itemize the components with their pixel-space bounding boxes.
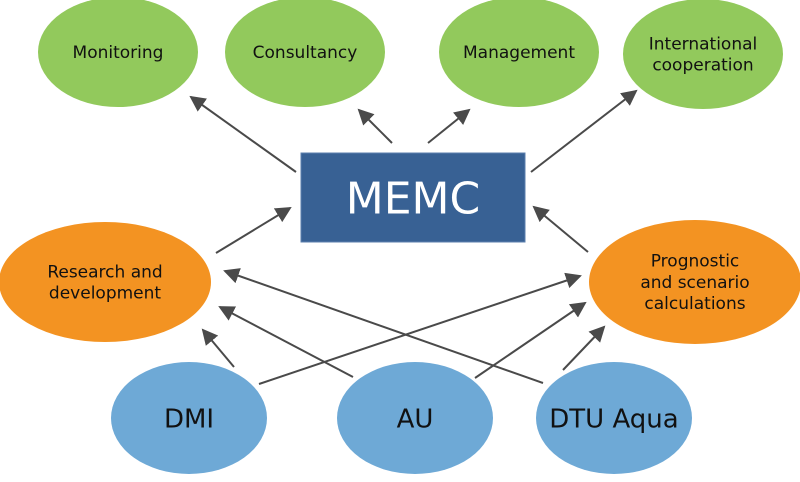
au-label: AU	[397, 404, 434, 434]
arrow-memc-to-international-cooperation	[530, 89, 638, 173]
node-consultancy: Consultancy	[225, 0, 385, 107]
prognostic-and-scenario-calculations-ellipse	[589, 220, 800, 344]
memc-label: MEMC	[346, 173, 480, 224]
arrow-dtu-aqua-to-prognostic-and-scenario-calculations	[562, 325, 606, 371]
research-and-development-ellipse	[0, 222, 211, 342]
node-memc: MEMC	[300, 152, 526, 243]
research-and-development-label-line-1: Research and	[47, 262, 162, 282]
edges-layer	[189, 89, 638, 385]
arrow-au-to-prognostic-and-scenario-calculations	[474, 301, 587, 379]
management-label: Management	[463, 43, 575, 63]
international-cooperation-ellipse	[623, 0, 783, 109]
arrow-dmi-to-research-and-development	[201, 328, 235, 368]
node-management: Management	[439, 0, 599, 107]
prognostic-and-scenario-calculations-label-line-3: calculations	[644, 294, 745, 314]
prognostic-and-scenario-calculations-label-line-1: Prognostic	[651, 252, 740, 272]
node-dtu-aqua: DTU Aqua	[536, 362, 692, 474]
arrow-memc-to-management	[427, 108, 471, 144]
au-ellipse	[337, 362, 493, 474]
arrow-dtu-aqua-to-research-and-development	[223, 268, 544, 384]
node-au: AU	[337, 362, 493, 474]
monitoring-ellipse	[38, 0, 198, 107]
arrow-prognostic-and-scenario-calculations-to-memc	[532, 205, 589, 253]
arrow-memc-to-consultancy	[357, 108, 393, 144]
dtu-aqua-ellipse	[536, 362, 692, 474]
dmi-ellipse	[111, 362, 267, 474]
international-cooperation-label-line-1: International	[649, 34, 758, 54]
research-and-development-label-line-2: development	[49, 284, 161, 304]
monitoring-label: Monitoring	[73, 43, 164, 63]
arrow-dmi-to-prognostic-and-scenario-calculations	[258, 272, 582, 385]
management-ellipse	[439, 0, 599, 107]
prognostic-and-scenario-calculations-label-line-2: and scenario	[640, 273, 749, 293]
node-monitoring: Monitoring	[38, 0, 198, 107]
consultancy-label: Consultancy	[253, 43, 358, 63]
arrow-au-to-research-and-development	[218, 306, 354, 378]
arrow-memc-to-monitoring	[189, 95, 297, 173]
dmi-label: DMI	[164, 404, 214, 434]
consultancy-ellipse	[225, 0, 385, 107]
international-cooperation-label-line-2: cooperation	[652, 56, 753, 76]
dtu-aqua-label: DTU Aqua	[549, 404, 678, 434]
node-dmi: DMI	[111, 362, 267, 474]
arrow-research-and-development-to-memc	[215, 206, 292, 254]
memc-box	[300, 152, 526, 243]
